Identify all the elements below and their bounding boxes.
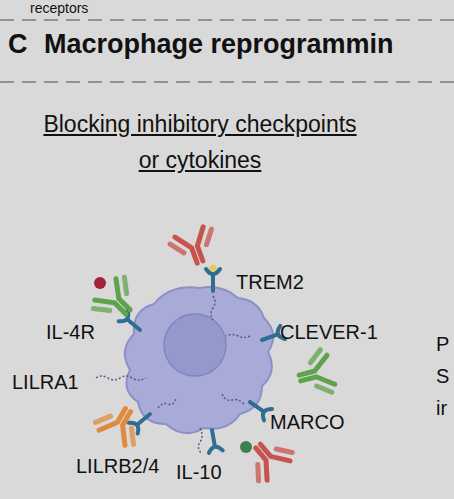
macrophage-cell: [125, 287, 273, 433]
antibody: [90, 274, 144, 328]
panel-title: Macrophage reprogrammin: [44, 28, 394, 60]
receptor-label: IL-4R: [46, 320, 95, 344]
dashed-divider: [0, 81, 454, 83]
ligand: [240, 441, 252, 453]
antibody: [168, 224, 220, 269]
receptor-label: TREM2: [236, 270, 304, 294]
cut-off-text: P: [436, 332, 449, 356]
panel-letter: C: [8, 28, 28, 60]
cut-off-text: S: [436, 364, 449, 388]
trem2-receptor: [206, 269, 220, 291]
dashed-divider: [0, 19, 454, 21]
receptor-label: MARCO: [270, 410, 344, 434]
lilra1-receptor: [96, 376, 146, 380]
cut-off-text: ir: [436, 396, 447, 420]
receptor-label: LILRB2/4: [76, 454, 159, 478]
receptor-label: CLEVER-1: [280, 320, 378, 344]
ligand: [94, 277, 106, 289]
antibody: [93, 399, 147, 449]
marco-receptor: [246, 396, 272, 420]
receptor-label: IL-10: [176, 460, 222, 484]
section-text: receptors: [30, 0, 88, 17]
antibody: [294, 348, 336, 399]
subheading: Blocking inhibitory checkpoints or cytok…: [40, 106, 360, 178]
antibody: [241, 432, 295, 485]
receptor-label: LILRA1: [12, 370, 79, 394]
il10-receptor: [205, 429, 223, 453]
nucleus: [164, 314, 226, 376]
